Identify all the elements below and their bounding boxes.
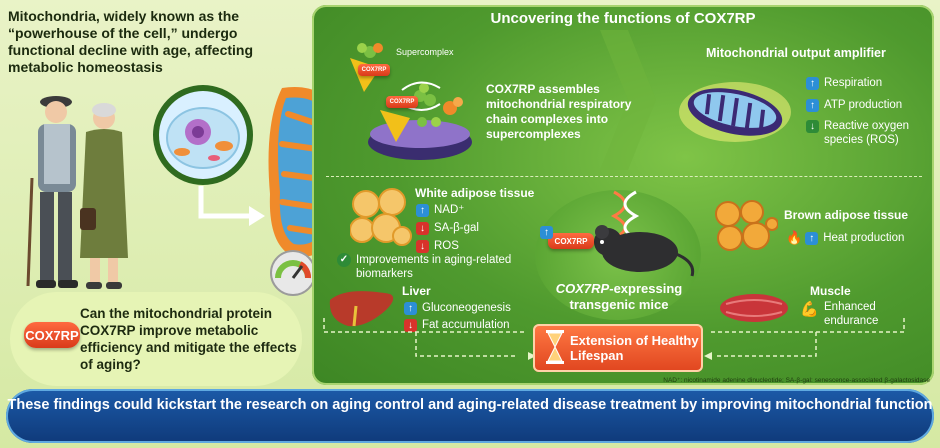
up-arrow-icon: ↑ [806,76,819,90]
supercomplex-label: Supercomplex [396,47,454,57]
mice-title: COX7RP-expressing transgenic mice [555,281,683,312]
up-arrow-icon: ↑ [416,203,429,217]
up-arrow-icon: ↑ [805,231,819,245]
panel-title: Uncovering the functions of COX7RP [490,10,756,27]
amplifier-item-1: ↑ATP production [806,98,902,112]
cox7rp-small-badge-2: COX7RP [386,96,418,108]
brown-adipose-title: Brown adipose tissue [784,208,909,222]
amplifier-item-2: ↓Reactive oxygen species (ROS) [806,119,926,147]
lifespan-text: Extension of Healthy Lifespan [570,333,699,363]
improvement-note: ✓ Improvements in aging-related biomarke… [337,253,526,281]
dashed-connectors [323,318,905,360]
amplifier-item-0: ↑Respiration [806,76,882,90]
flame-icon: 🔥 [786,230,803,245]
question-text: Can the mitochondrial protein COX7RP imp… [80,306,297,372]
flexed-arm-icon: 💪 [800,301,819,318]
wat-item-1: ↓SA-β-gal [416,221,479,235]
down-arrow-icon: ↓ [416,221,429,235]
liver-item-0: ↑Gluconeogenesis [404,301,511,315]
intro-text: Mitochondria, widely known as the “power… [8,8,254,75]
wat-item-2: ↓ROS [416,239,459,253]
cox7rp-small-badge: COX7RP [358,64,390,76]
connector-arrow [198,186,265,226]
liver-title: Liver [402,284,431,298]
white-adipose-title: White adipose tissue [415,186,535,200]
dna-icon [610,190,640,240]
supercomplex-illustration [350,43,472,160]
up-arrow-icon: ↑ [540,226,553,239]
chevron-divider [600,30,656,170]
muscle-item: Enhanced endurance [824,301,879,327]
mouse-icon [594,225,695,277]
hourglass-icon [546,330,564,364]
down-arrow-icon: ↓ [404,318,417,332]
liver-item-1: ↓Fat accumulation [404,318,510,332]
assembly-text: COX7RP assembles mitochondrial respirato… [486,82,632,141]
down-arrow-icon: ↓ [806,120,819,133]
fat-cells-icon [350,188,412,246]
dashed-divider [326,176,922,177]
wat-item-0: ↑NAD⁺ [416,203,464,217]
cox7rp-badge: COX7RP [24,322,80,348]
muscle-title: Muscle [810,284,851,298]
conclusion-banner [6,389,934,443]
footnote: NAD⁺: nicotinamide adenine dinucleotide;… [663,377,930,384]
mitochondrion-glow-icon [679,82,791,142]
down-arrow-icon: ↓ [416,239,429,253]
muscle-icon [720,294,788,322]
brown-fat-icon [715,200,778,251]
up-arrow-icon: ↑ [806,98,819,112]
gauge-icon [270,250,316,296]
conclusion-text: These findings could kickstart the resea… [7,397,933,413]
check-icon: ✓ [337,253,351,267]
mouse-cox7rp-badge: COX7RP [548,233,594,249]
elderly-couple-illustration [26,96,128,289]
liver-icon [329,291,394,327]
up-arrow-icon: ↑ [404,301,417,315]
cell-icon [153,85,253,185]
bat-item: 🔥 ↑Heat production [786,230,905,245]
amplifier-title: Mitochondrial output amplifier [706,46,886,60]
